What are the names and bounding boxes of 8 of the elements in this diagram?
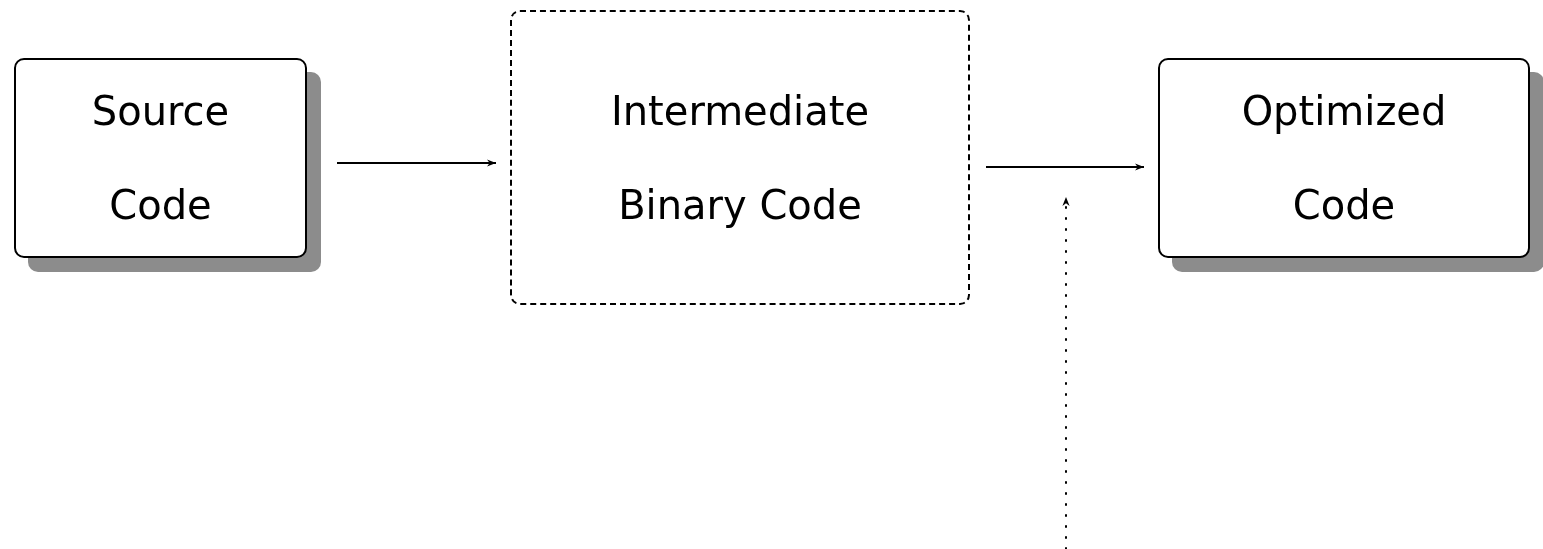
dashed-box [510,10,970,305]
process-box [14,58,307,258]
node-label: Optimized Code [1241,87,1447,230]
node-label: Intermediate Binary Code [610,86,870,230]
arrow [336,159,497,167]
arrow [985,163,1145,171]
process-box [1158,58,1530,258]
node-label: Source Code [91,87,230,230]
